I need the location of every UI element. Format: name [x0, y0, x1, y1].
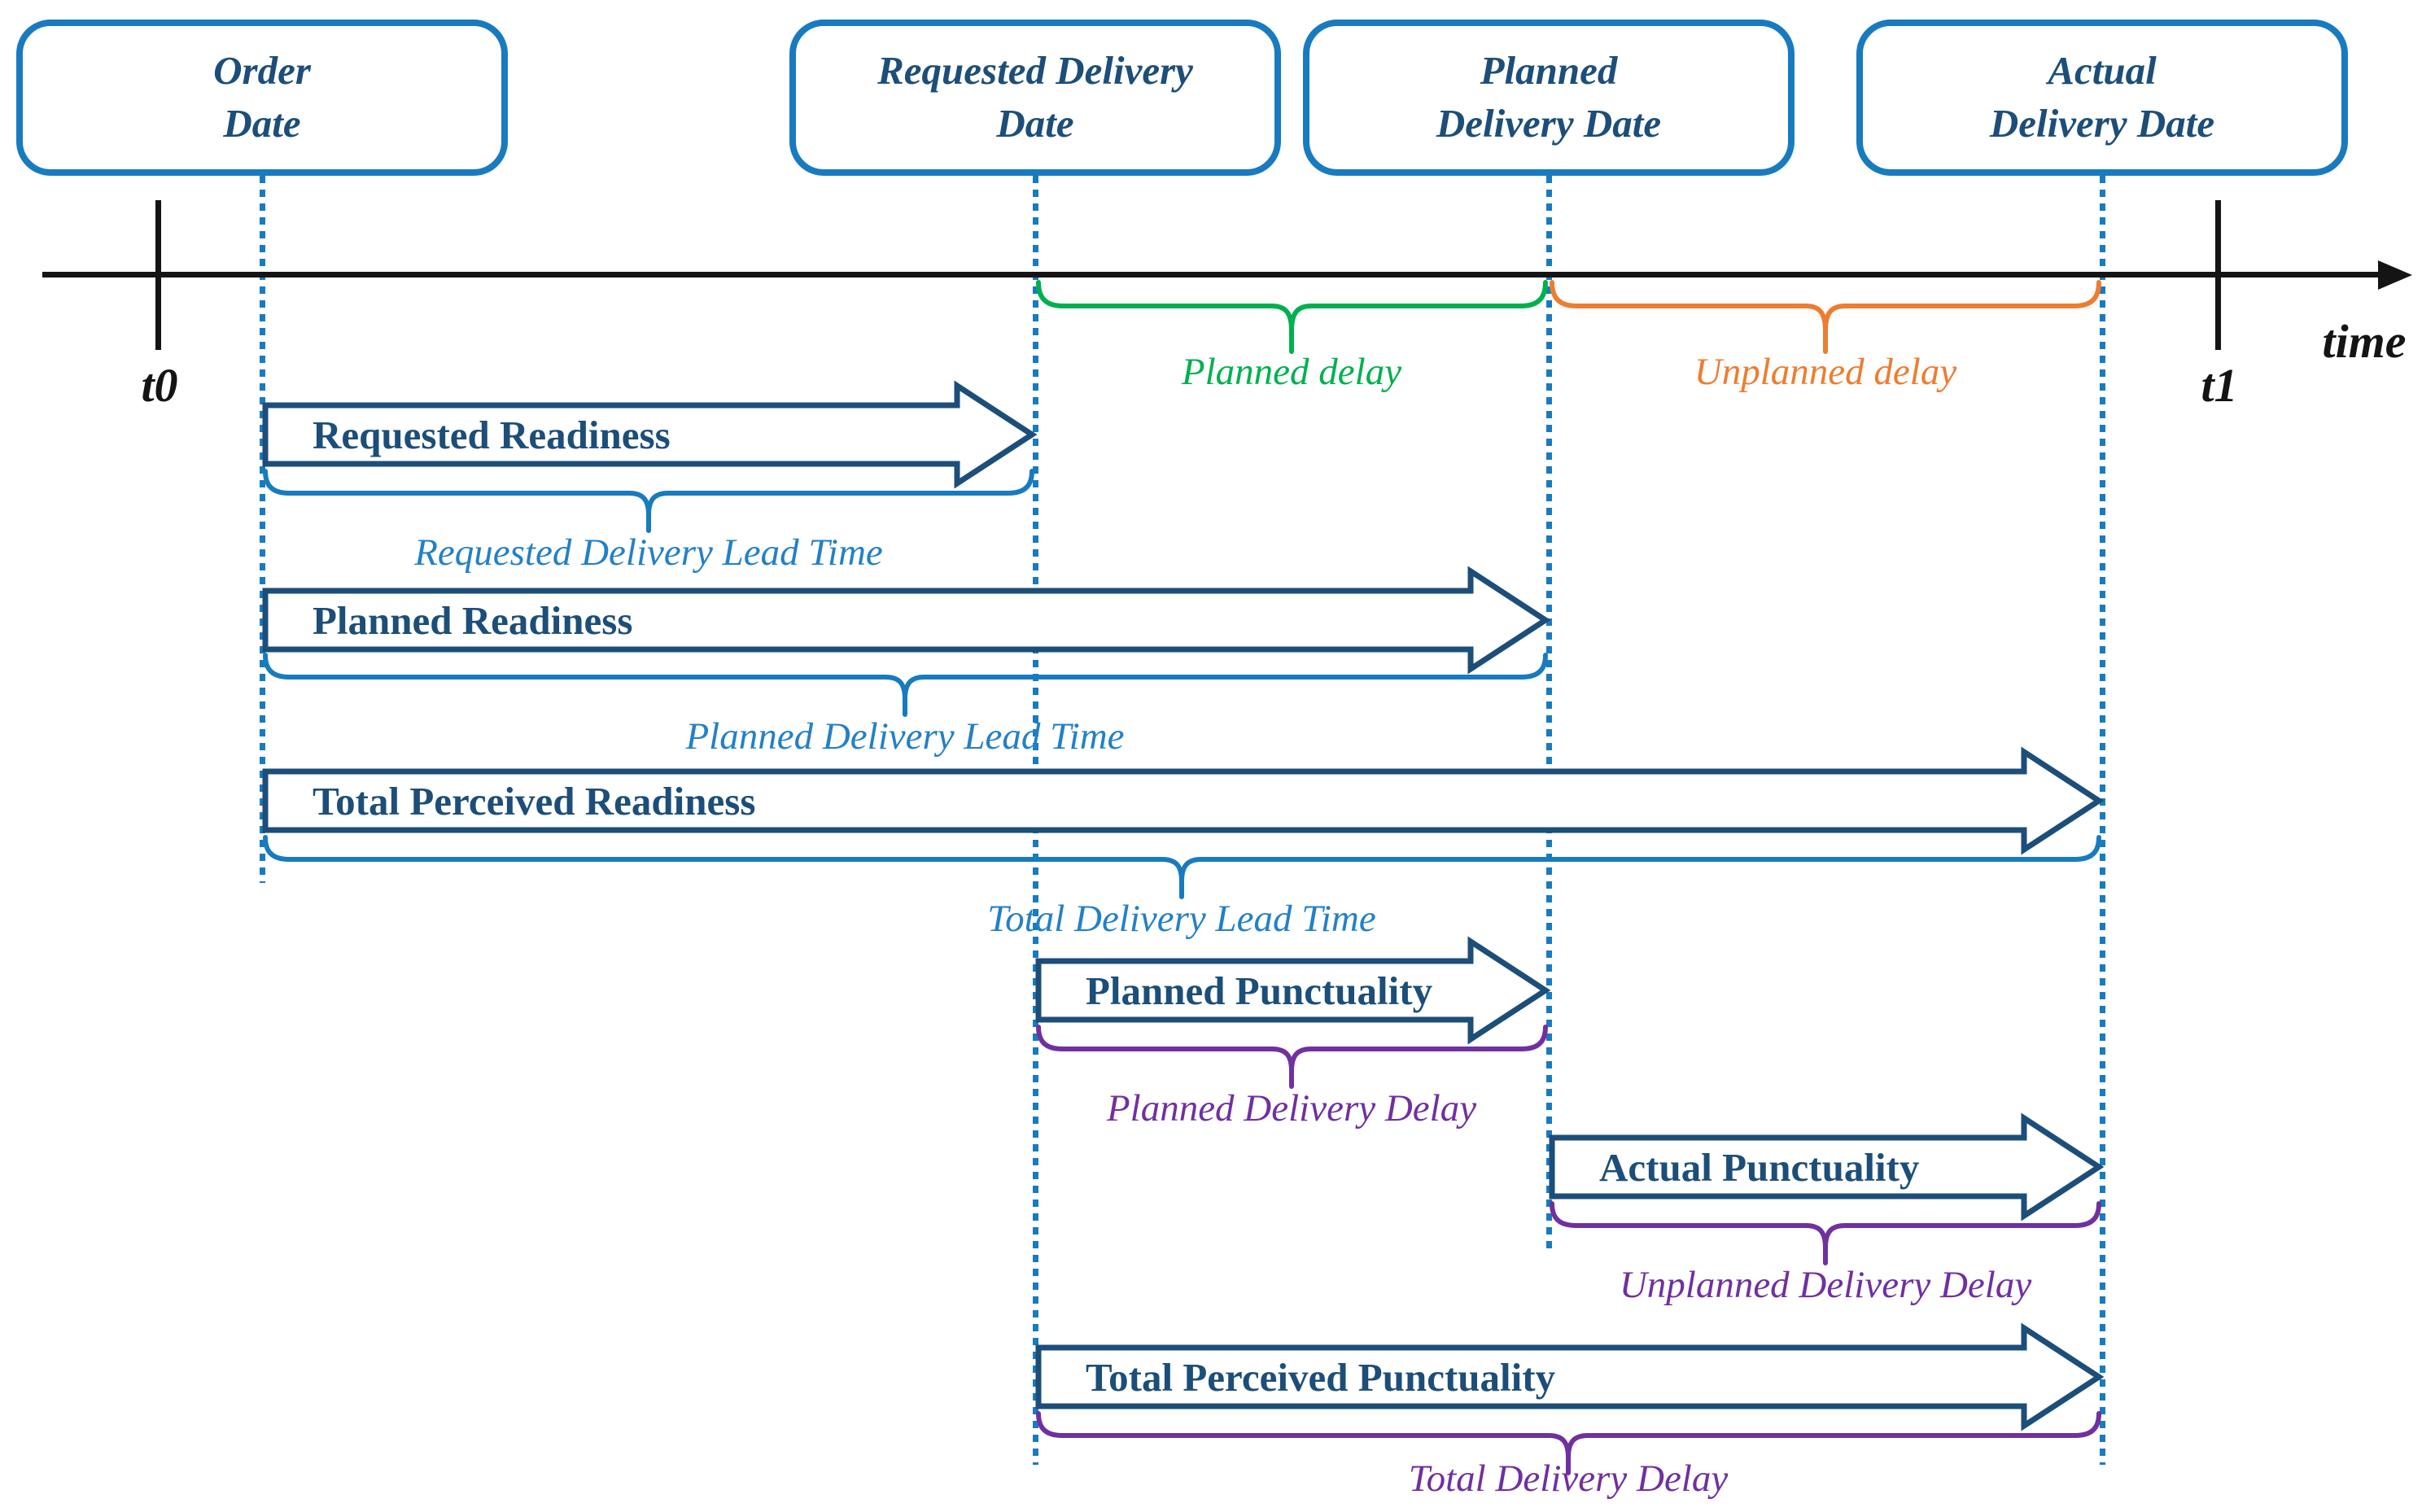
requested-lead-time-label: Requested Delivery Lead Time: [414, 531, 883, 574]
planned-delay-label: Planned delay: [1181, 351, 1402, 393]
planned-delay-brace: [1036, 280, 1548, 354]
total-lead-time-label: Total Delivery Lead Time: [987, 898, 1376, 940]
unplanned-delivery-delay-brace: [1550, 1201, 2101, 1265]
total-delivery-delay-brace: [1036, 1411, 2101, 1475]
total-delivery-delay-label: Total Delivery Delay: [1408, 1457, 1729, 1500]
order-date-dotted-line: [260, 176, 265, 883]
total-lead-time-brace: [263, 835, 2101, 899]
date-box-order: Order Date: [16, 20, 508, 176]
t0-tick: [155, 200, 161, 350]
arrow-total-perceived-punctuality: Total Perceived Punctuality: [1035, 1322, 2105, 1431]
arrow-label-total-perceived-punctuality: Total Perceived Punctuality: [1086, 1354, 1556, 1400]
time-axis-label: time: [2322, 315, 2407, 368]
arrow-actual-punctuality: Actual Punctuality: [1549, 1112, 2105, 1221]
planned-lead-time-brace: [263, 653, 1548, 717]
arrow-planned-readiness: Planned Readiness: [262, 566, 1551, 675]
planned-lead-time-label: Planned Delivery Lead Time: [685, 715, 1125, 758]
actual-date-dotted-line: [2100, 176, 2105, 1465]
time-axis: [42, 272, 2385, 277]
arrow-requested-readiness: Requested Readiness: [262, 380, 1038, 489]
date-box-planned-delivery: Planned Delivery Date: [1303, 20, 1795, 176]
arrow-label-planned-punctuality: Planned Punctuality: [1086, 968, 1433, 1013]
planned-delivery-delay-label: Planned Delivery Delay: [1106, 1087, 1477, 1130]
planned-date-dotted-line: [1546, 176, 1552, 1253]
arrow-total-perceived-readiness: Total Perceived Readiness: [262, 746, 2105, 855]
date-box-requested-delivery: Requested Delivery Date: [789, 20, 1281, 176]
requested-lead-time-brace: [263, 469, 1034, 533]
planned-delivery-delay-brace: [1036, 1025, 1548, 1089]
unplanned-delay-label: Unplanned delay: [1694, 351, 1957, 393]
arrow-label-requested-readiness: Requested Readiness: [313, 412, 671, 457]
axis-arrowhead-icon: [2378, 260, 2412, 290]
t0-label: t0: [141, 359, 178, 412]
arrow-label-planned-readiness: Planned Readiness: [313, 597, 633, 643]
t1-label: t1: [2201, 359, 2238, 412]
arrow-planned-punctuality: Planned Punctuality: [1035, 936, 1551, 1045]
unplanned-delivery-delay-label: Unplanned Delivery Delay: [1619, 1264, 2032, 1306]
date-box-actual-delivery: Actual Delivery Date: [1856, 20, 2348, 176]
arrow-label-total-perceived-readiness: Total Perceived Readiness: [313, 778, 756, 824]
unplanned-delay-brace: [1550, 280, 2101, 354]
arrow-label-actual-punctuality: Actual Punctuality: [1599, 1144, 1920, 1190]
t1-tick: [2215, 200, 2221, 350]
